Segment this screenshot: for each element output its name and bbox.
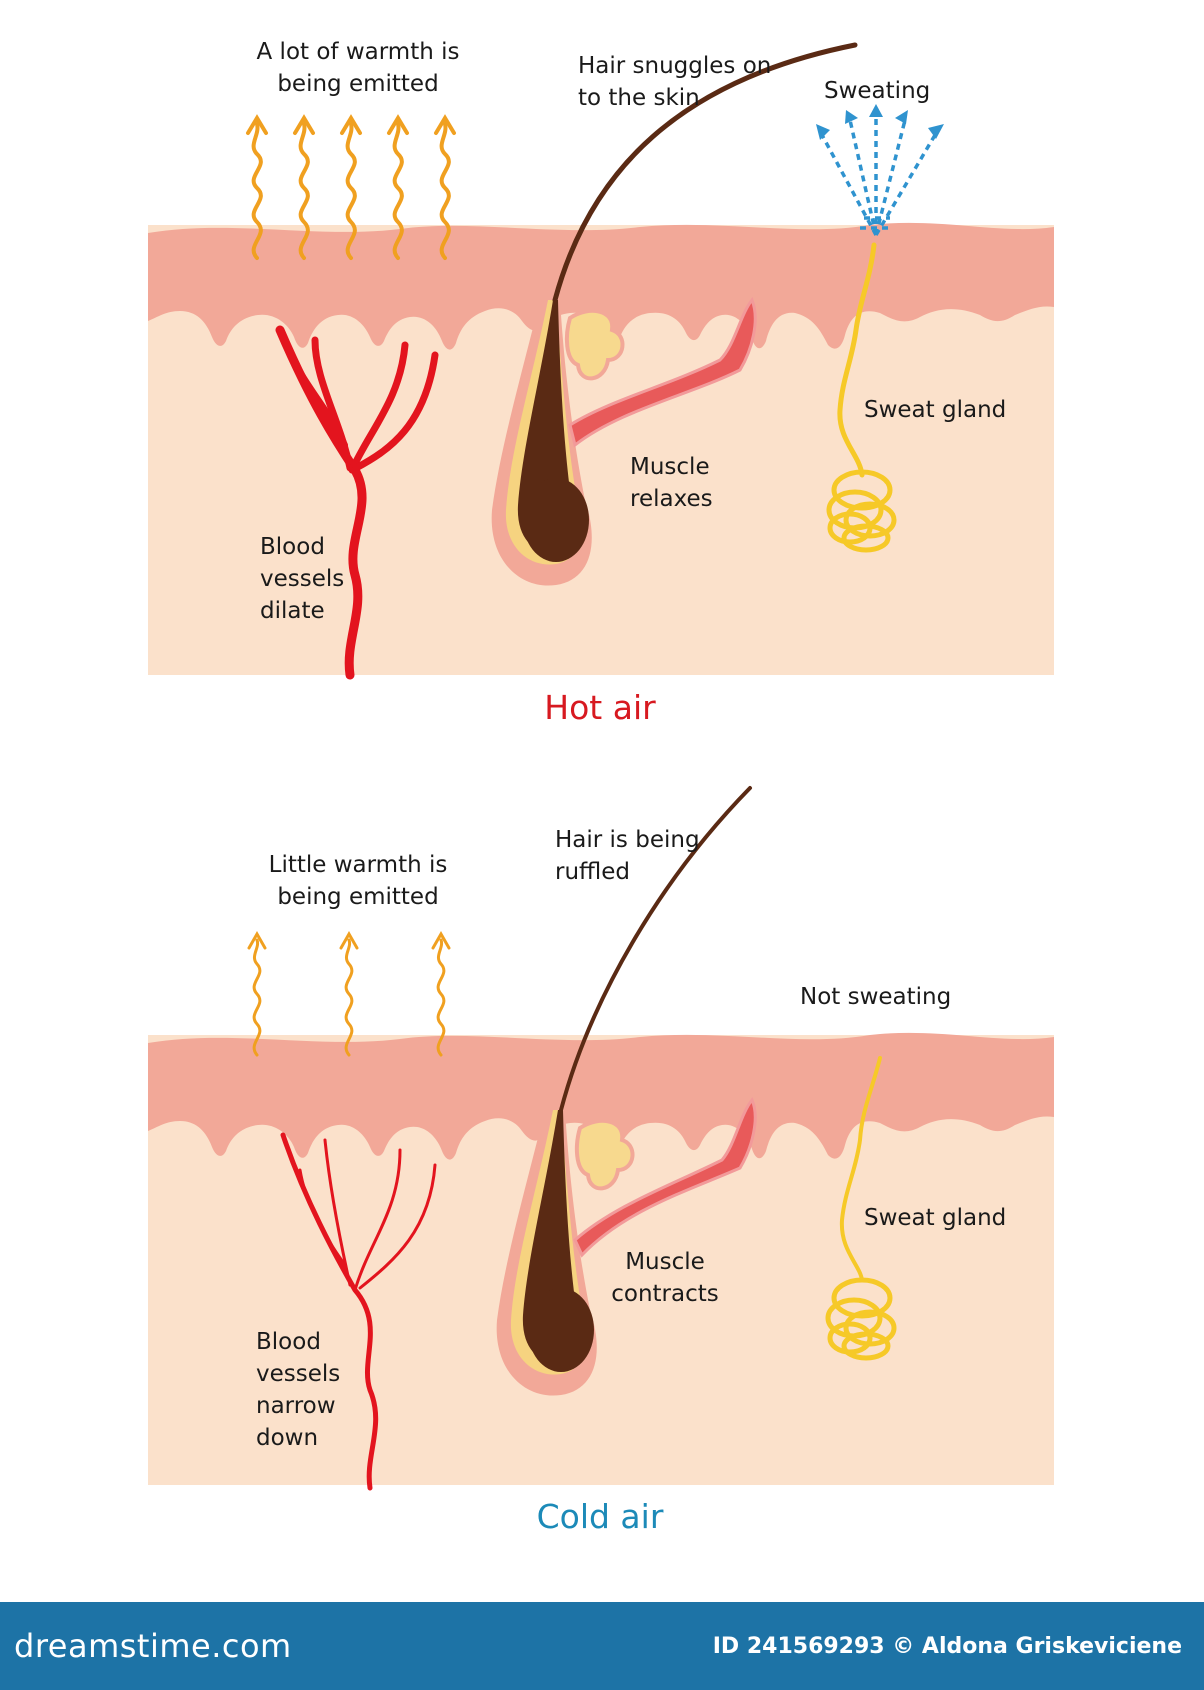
hot-vessels-label: Blood vessels dilate xyxy=(260,534,345,624)
warmth-arrow-icon xyxy=(339,930,359,1057)
hot-warmth-label: A lot of warmth is being emitted xyxy=(256,39,460,97)
warmth-arrow-icon xyxy=(431,930,451,1057)
brand-logo[interactable]: dreamstime.com xyxy=(14,1627,292,1665)
footer-bar: dreamstime.com ID 241569293 © Aldona Gri… xyxy=(0,1602,1204,1690)
cold-hair-shaft xyxy=(559,786,752,1112)
image-credit: ID 241569293 © Aldona Griskeviciene xyxy=(712,1634,1182,1659)
warmth-arrow-icon xyxy=(246,114,268,260)
cold-sweat-label: Not sweating xyxy=(800,984,952,1010)
warmth-arrow-icon xyxy=(293,114,315,260)
hot-muscle xyxy=(568,297,757,448)
hot-gland-label: Sweat gland xyxy=(864,397,1007,423)
cold-warmth-label: Little warmth is being emitted xyxy=(268,852,448,910)
sweat-spray-icon xyxy=(820,115,937,236)
cold-hair-label: Hair is being ruffled xyxy=(555,827,700,885)
hot-muscle-label: Muscle relaxes xyxy=(630,454,713,512)
hot-blood-vessels xyxy=(275,325,439,680)
hot-hair-follicle xyxy=(491,42,858,586)
warmth-arrow-icon xyxy=(340,114,362,260)
cold-vessels-label: Blood vessels narrow down xyxy=(256,1329,341,1451)
hot-hair-label: Hair snuggles on to the skin xyxy=(578,53,772,111)
hot-hair-shaft xyxy=(552,42,858,303)
hot-warmth-arrows xyxy=(246,114,456,260)
cold-sweat-gland xyxy=(825,1056,897,1361)
cold-gland-label: Sweat gland xyxy=(864,1205,1007,1231)
cold-muscle xyxy=(573,1097,757,1258)
cold-air-caption: Cold air xyxy=(536,1497,664,1536)
cold-blood-vessels xyxy=(280,1132,437,1491)
hot-sweat-gland xyxy=(826,242,897,553)
cold-muscle-label: Muscle contracts xyxy=(611,1249,719,1307)
cold-warmth-arrows xyxy=(247,930,451,1057)
warmth-arrow-icon xyxy=(247,930,267,1057)
warmth-arrow-icon xyxy=(434,114,456,260)
sweat-spray-heads xyxy=(816,104,944,140)
cold-hair-follicle xyxy=(496,786,752,1396)
hot-air-caption: Hot air xyxy=(544,688,656,727)
hot-sweat-label: Sweating xyxy=(824,78,931,104)
warmth-arrow-icon xyxy=(387,114,409,260)
